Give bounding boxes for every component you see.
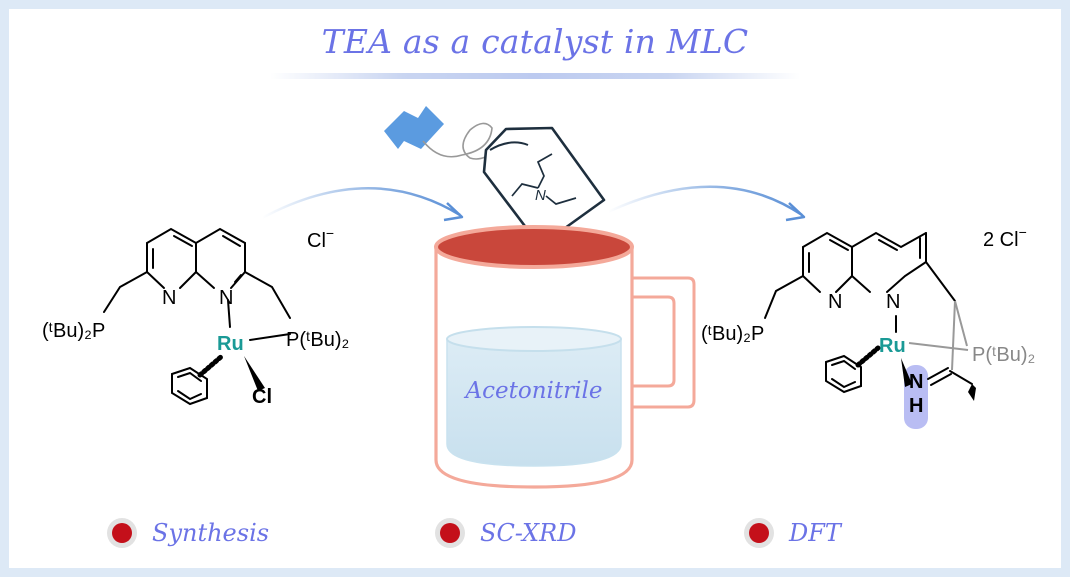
teabag-tag [384, 106, 444, 149]
mug-handle-outer [630, 276, 696, 409]
left-ru-label: Ru [217, 333, 244, 355]
bullet-icon [440, 523, 460, 543]
left-cl-label: Cl [252, 386, 272, 408]
legend-label: DFT [789, 519, 841, 547]
reaction-arrow-left [261, 187, 464, 222]
right-nh-h-label: H [909, 395, 923, 417]
right-wedge-bond [901, 358, 912, 387]
legend-sc-xrd: SC-XRD [440, 516, 576, 550]
teabag-tea-molecule [511, 153, 577, 205]
left-n1-label: N [162, 287, 176, 309]
mug-handle-inner [630, 295, 676, 388]
left-p-left-label: (ᵗBu)₂P [42, 320, 105, 342]
left-p-right-label: P(ᵗBu)₂ [286, 329, 349, 351]
right-p-right-label: P(ᵗBu)₂ [972, 344, 1035, 366]
right-n1-label: N [828, 291, 842, 313]
legend-label: Synthesis [152, 519, 270, 547]
reaction-arrow-right [607, 185, 806, 222]
right-n2-label: N [886, 291, 900, 313]
title-underline [270, 73, 800, 79]
left-counterion: Cl− [307, 225, 334, 252]
figure-title: TEA as a catalyst in MLC [321, 22, 749, 61]
left-wedge-bond [244, 356, 265, 391]
right-counterion: 2 Cl− [983, 224, 1027, 251]
teabag-n-label: N [535, 187, 546, 204]
right-nh-n-label: N [909, 371, 923, 393]
right-complex [764, 231, 973, 394]
legend-dft: DFT [749, 516, 841, 550]
mug-label: Acetonitrile [464, 378, 603, 404]
left-complex [103, 227, 291, 406]
mug: Acetonitrile [434, 225, 696, 489]
bullet-icon [112, 523, 132, 543]
teabag-string [422, 122, 497, 160]
left-complex-labels: N N Ru Cl (ᵗBu)₂P P(ᵗBu)₂ Cl− [42, 225, 349, 408]
mug-liquid-surface [446, 326, 622, 352]
right-p-bonds [908, 300, 969, 371]
right-p-left-label: (ᵗBu)₂P [701, 323, 764, 345]
mug-tea-top [434, 225, 634, 269]
mug-liquid [446, 338, 622, 467]
legend-synthesis: Synthesis [112, 516, 269, 550]
bullet-icon [749, 523, 769, 543]
teabag: N [384, 106, 606, 248]
right-ru-label: Ru [879, 335, 906, 357]
right-complex-labels: N N Ru (ᵗBu)₂P P(ᵗBu)₂ N H 2 Cl− [701, 224, 1035, 417]
legend-label: SC-XRD [480, 519, 577, 547]
left-n2-label: N [219, 287, 233, 309]
